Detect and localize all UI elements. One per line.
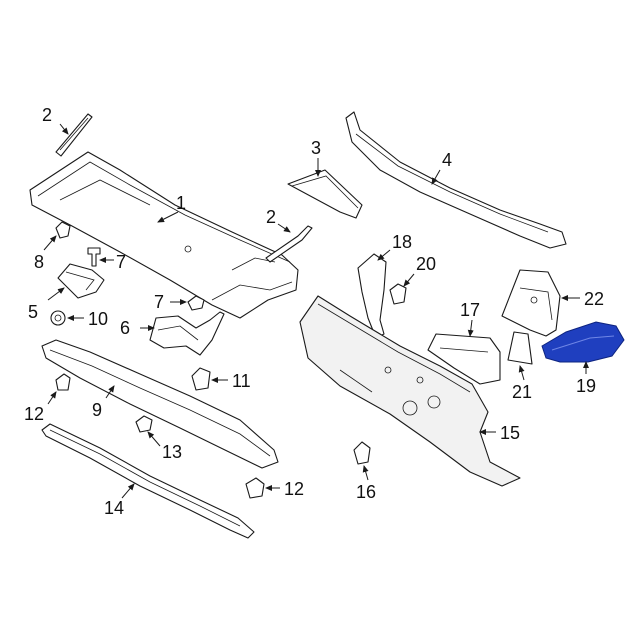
leader-4 [431,169,441,185]
part-13-clip [135,415,153,433]
leader-lines [43,123,589,499]
callout-22: 22 [584,289,604,309]
leader-1 [157,211,179,223]
leader-5 [47,287,65,301]
part-3-cover [287,169,363,219]
callout-7-lower: 7 [154,292,164,312]
part-6-bracket [149,311,225,356]
callout-12-upper: 12 [24,404,44,424]
callout-6: 6 [120,318,130,338]
part-7-clip-lower [187,295,205,311]
leader-2b [277,223,291,233]
part-16-clip [353,441,371,465]
callout-13: 13 [162,442,182,462]
leader-9 [105,385,115,399]
part-12-retainer-upper [55,373,71,391]
callout-7-upper: 7 [116,252,126,272]
callout-17: 17 [460,300,480,320]
part-10-nut [50,310,66,326]
callout-4: 4 [442,150,452,170]
callout-12-lower: 12 [284,479,304,499]
callout-1: 1 [176,193,186,213]
leader-8 [43,235,57,251]
part-4-bar [345,111,567,249]
leader-17 [467,319,474,337]
part-14-seal [41,423,255,539]
callout-16: 16 [356,482,376,502]
callout-10: 10 [88,309,108,329]
leader-20 [403,273,415,287]
leader-14 [121,483,135,499]
part-21-bracket [507,331,533,365]
callout-15: 15 [500,423,520,443]
part-17-insulator [427,333,501,385]
part-9-cross-member [41,339,279,469]
part-2-upper-seal [55,113,93,157]
callout-2-lower: 2 [266,207,276,227]
leader-18 [377,249,391,261]
callout-5: 5 [28,302,38,322]
part-20-clip [389,283,407,305]
callout-3: 3 [311,138,321,158]
part-1-cowl-panel [29,151,299,319]
callout-18: 18 [392,232,412,252]
callout-2-upper: 2 [42,105,52,125]
leader-13 [147,431,161,447]
callout-11: 11 [232,371,251,391]
part-2-lower-strip [265,225,313,263]
part-19-highlighted-bracket [541,321,625,363]
callout-21: 21 [512,382,532,402]
part-7-bolt-upper [87,247,101,267]
callout-19: 19 [576,376,596,396]
leader-2a [59,123,69,135]
callout-8: 8 [34,252,44,272]
leader-16 [362,465,369,481]
part-5-bracket [57,263,105,299]
part-11-retainer [191,367,211,391]
callout-labels: 1 2 2 3 4 5 6 7 7 8 9 10 11 12 12 13 14 … [24,105,604,518]
leader-12a [47,391,57,405]
part-12-retainer-lower [245,477,265,499]
callout-14: 14 [104,498,124,518]
part-8-clip [55,221,71,239]
part-15-dash-panel [299,295,521,487]
leader-21 [518,365,525,381]
callout-20: 20 [416,254,436,274]
part-22-panel [501,269,561,337]
callout-9: 9 [92,400,102,420]
